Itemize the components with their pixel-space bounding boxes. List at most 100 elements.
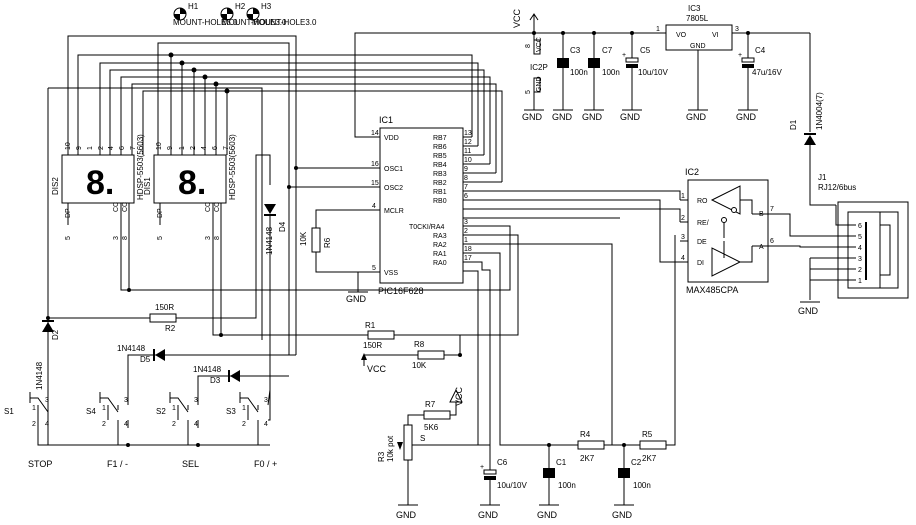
cap-c3: C3 100n GND: [552, 33, 588, 122]
d5-ref: D5: [140, 355, 151, 364]
switch-s2[interactable]: S2 1 3 2 4 SEL: [156, 392, 199, 469]
s4-pin-2: 2: [102, 421, 106, 428]
r1-val: 150R: [363, 341, 382, 350]
dis1-glyph: 8.: [178, 164, 206, 202]
r8-val: 10K: [412, 361, 427, 370]
d1-val: 1N4004(7): [815, 92, 824, 130]
mount-hole-2-part: MOUNT-HOLE3.0: [222, 18, 287, 27]
ic1-rb7: RB7: [433, 135, 447, 142]
s3-pin-1: 1: [242, 405, 246, 412]
dis2-pin-6: 6: [119, 146, 126, 150]
display-dis1: 8. DIS1 HDSP-5503(5603) 10 9 1 2 4 6 7 D…: [143, 134, 237, 240]
vcc-label-r7: VCC: [454, 386, 464, 406]
ic1-pin-16: 16: [371, 161, 379, 168]
ic1-pin-15-name: OSC2: [384, 185, 403, 192]
ic1-wiring: [289, 32, 681, 460]
j1-pin-2: 2: [858, 267, 862, 274]
dis2-pin-1: 10: [65, 142, 72, 150]
ic3-vi: VI: [712, 32, 719, 39]
c5-val: 10u/10V: [638, 68, 668, 77]
s3-pin-3: 3: [264, 397, 268, 404]
dis1-bottom-leads: [159, 203, 222, 225]
ic2-pin-7: 7: [770, 206, 774, 213]
d3-val: 1N4148: [193, 365, 222, 374]
gnd-c4: GND: [736, 112, 757, 122]
c6-ref: C6: [497, 458, 508, 467]
ic2p-power: VCC 8 VCC IC2P 5 GND GND: [512, 8, 548, 122]
dis1-bot-cc-a: CC: [205, 202, 212, 212]
j1-ref: J1: [818, 173, 827, 182]
dis1-part: HDSP-5503(5603): [228, 134, 237, 200]
ic1-ra1: RA1: [433, 251, 447, 258]
dis2-bot-cc-b: CC: [122, 202, 129, 212]
ic1-pin-4-name: MCLR: [384, 208, 404, 215]
ic1-rb4: RB4: [433, 162, 447, 169]
ic2p-ref: IC2P: [530, 63, 548, 72]
ic1-pin-4: 4: [372, 203, 376, 210]
gnd-pot-group: GND: [396, 504, 418, 520]
ic2-pin-3: 3: [681, 234, 685, 241]
resistor-r6: R6 10K: [299, 209, 370, 273]
ic2-de: DE: [697, 239, 707, 246]
ic1-pin-17: 17: [464, 255, 472, 262]
dis2-pin-5: 4: [108, 146, 115, 150]
switch-bus: [37, 388, 271, 446]
ic1-pin-10: 10: [464, 157, 472, 164]
gnd-ic1-group: GND: [346, 291, 368, 304]
r7-val: 5K6: [424, 423, 439, 432]
dis1-pin-1: 10: [156, 142, 163, 150]
s2-ref: S2: [156, 407, 166, 416]
ic1-pin-5: 5: [372, 265, 376, 272]
dis1-bot-pin-3: 3: [205, 236, 212, 240]
dis1-bot-pin-8: 8: [214, 236, 221, 240]
diode-d1: D1 1N4004(7): [789, 33, 836, 206]
gnd-ic1: GND: [346, 294, 367, 304]
ic2p-pin-5: 5: [525, 90, 532, 94]
ic2-pin-4: 4: [681, 255, 685, 262]
ic3-ref: IC3: [688, 4, 701, 13]
ic1-rb2: RB2: [433, 180, 447, 187]
s3-pin-2: 2: [242, 421, 246, 428]
ic1-rb6: RB6: [433, 144, 447, 151]
ic1-rb0: RB0: [433, 198, 447, 205]
ic1-pic16f628: IC1 PIC16F628 14 VDD 16 OSC1 15 OSC2 4 M…: [370, 115, 472, 296]
dis1-pin-4: 2: [190, 146, 197, 150]
dis1-pin-5: 4: [201, 146, 208, 150]
r7-ref: R7: [425, 400, 436, 409]
dis2-bot-cc-a: CC: [113, 202, 120, 212]
junction-dots: [46, 31, 750, 447]
ic1-pin-1: 1: [464, 237, 468, 244]
r5-ref: R5: [642, 430, 653, 439]
dis1-bot-cc-b: CC: [214, 202, 221, 212]
gnd-ic3: GND: [686, 112, 707, 122]
dis1-bot-pin-5: 5: [157, 236, 164, 240]
s2-pin-3: 3: [194, 397, 198, 404]
ic1-pin-12: 12: [464, 139, 472, 146]
c3-ref: C3: [570, 46, 581, 55]
s4-pin-1: 1: [102, 405, 106, 412]
s1-pin-2: 2: [32, 421, 36, 428]
s2-pin-1: 1: [172, 405, 176, 412]
ic1-ref: IC1: [379, 115, 393, 125]
ic2-re: RE/: [697, 220, 709, 227]
d4-val: 1N4148: [265, 226, 274, 255]
vcc-label-r8: VCC: [367, 364, 387, 374]
switch-s3[interactable]: S3 1 3 2 4 F0 / +: [226, 392, 277, 469]
ic3-pin-1: 1: [656, 26, 660, 33]
ic2p-vcc: VCC: [536, 37, 543, 52]
c1-ref: C1: [556, 458, 567, 467]
c4-val: 47u/16V: [752, 68, 782, 77]
c1-val: 100n: [558, 481, 576, 490]
s4-ref: S4: [86, 407, 96, 416]
c6-val: 10u/10V: [497, 481, 527, 490]
gnd-c5: GND: [620, 112, 641, 122]
switch-s1[interactable]: S1 1 3 2 4 STOP: [4, 392, 52, 469]
d1-ref: D1: [789, 119, 798, 130]
j1-part: RJ12/6bus: [818, 183, 856, 192]
switch-s4[interactable]: S4 1 3 2 4 F1 / -: [86, 392, 128, 469]
ic1-ra0: RA0: [433, 260, 447, 267]
diode-d4: D4 1N4148: [264, 204, 287, 390]
r6-val: 10K: [299, 231, 308, 246]
ic3-gnd: GND: [690, 43, 706, 50]
ic1-pin-14: 14: [371, 130, 379, 137]
